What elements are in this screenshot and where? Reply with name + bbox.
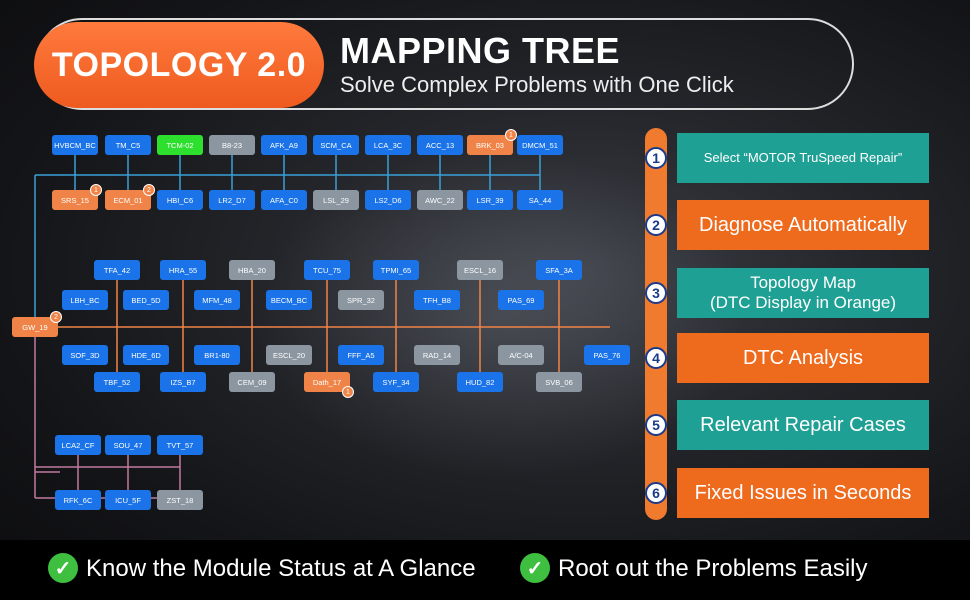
module-node[interactable]: RFK_6C — [55, 490, 101, 510]
module-node[interactable]: SOF_3D — [62, 345, 108, 365]
module-node[interactable]: LCA_3C — [365, 135, 411, 155]
module-node[interactable]: ESCL_20 — [266, 345, 312, 365]
step-number-badge: 5 — [645, 414, 667, 436]
module-node[interactable]: SA_44 — [517, 190, 563, 210]
module-node[interactable]: HRA_55 — [160, 260, 206, 280]
module-node[interactable]: PAS_76 — [584, 345, 630, 365]
page-title: MAPPING TREE — [340, 30, 621, 71]
step-number-badge: 6 — [645, 482, 667, 504]
module-node[interactable]: AFA_C0 — [261, 190, 307, 210]
module-node[interactable]: HBA_20 — [229, 260, 275, 280]
module-node[interactable]: TFH_B8 — [414, 290, 460, 310]
module-node[interactable]: TPMI_65 — [373, 260, 419, 280]
module-node[interactable]: TCM-02 — [157, 135, 203, 155]
module-node[interactable]: HVBCM_BC — [52, 135, 98, 155]
module-node[interactable]: BRK_03 — [467, 135, 513, 155]
steps-rail — [645, 128, 667, 520]
step-label: Fixed Issues in Seconds — [677, 468, 929, 518]
topology-map: HVBCM_BC TM_C5 TCM-02 B8-23 AFK_A9 SCM_CA LCA_… — [0, 120, 640, 540]
module-node[interactable]: LR2_D7 — [209, 190, 255, 210]
module-node[interactable]: ECM_01 — [105, 190, 151, 210]
module-node[interactable]: SOU_47 — [105, 435, 151, 455]
module-node[interactable]: B8-23 — [209, 135, 255, 155]
module-node[interactable]: PAS_69 — [498, 290, 544, 310]
module-node[interactable]: HUD_82 — [457, 372, 503, 392]
module-node[interactable]: GW_19 — [12, 317, 58, 337]
module-node[interactable]: TM_C5 — [105, 135, 151, 155]
module-node[interactable]: TBF_52 — [94, 372, 140, 392]
module-node[interactable]: ZST_18 — [157, 490, 203, 510]
module-node[interactable]: BECM_BC — [266, 290, 312, 310]
step-label: Relevant Repair Cases — [677, 400, 929, 450]
dtc-count-badge: 2 — [143, 184, 155, 196]
module-node[interactable]: AFK_A9 — [261, 135, 307, 155]
module-node[interactable]: TVT_57 — [157, 435, 203, 455]
module-node[interactable]: LS2_D6 — [365, 190, 411, 210]
step-number-badge: 4 — [645, 347, 667, 369]
dtc-count-badge: 1 — [342, 386, 354, 398]
module-node[interactable]: SFA_3A — [536, 260, 582, 280]
feature-status: Know the Module Status at A Glance — [86, 555, 476, 582]
module-node[interactable]: LCA2_CF — [55, 435, 101, 455]
topology-badge: TOPOLOGY 2.0 — [34, 22, 324, 108]
step-number-badge: 1 — [645, 147, 667, 169]
module-node[interactable]: Dath_17 — [304, 372, 350, 392]
module-node[interactable]: HBI_C6 — [157, 190, 203, 210]
module-node[interactable]: BR1-80 — [194, 345, 240, 365]
module-node[interactable]: SPR_32 — [338, 290, 384, 310]
module-node[interactable]: IZS_B7 — [160, 372, 206, 392]
footer-bar — [0, 540, 970, 600]
module-node[interactable]: BED_5D — [123, 290, 169, 310]
module-node[interactable]: TCU_75 — [304, 260, 350, 280]
dtc-count-badge: 2 — [50, 311, 62, 323]
module-node[interactable]: ICU_5F — [105, 490, 151, 510]
dtc-count-badge: 1 — [505, 129, 517, 141]
module-node[interactable]: A/C-04 — [498, 345, 544, 365]
module-node[interactable]: SYF_34 — [373, 372, 419, 392]
topology-connections — [34, 155, 610, 499]
module-node[interactable]: MFM_48 — [194, 290, 240, 310]
module-node[interactable]: LSL_29 — [313, 190, 359, 210]
step-label: Topology Map (DTC Display in Orange) — [677, 268, 929, 318]
module-node[interactable]: LSR_39 — [467, 190, 513, 210]
feature-root-out: Root out the Problems Easily — [558, 555, 868, 582]
step-number-badge: 2 — [645, 214, 667, 236]
check-icon: ✓ — [48, 553, 78, 583]
step-label: DTC Analysis — [677, 333, 929, 383]
page-subtitle: Solve Complex Problems with One Click — [340, 72, 734, 97]
step-label: Select “MOTOR TruSpeed Repair” — [677, 133, 929, 183]
module-node[interactable]: AWC_22 — [417, 190, 463, 210]
module-node[interactable]: TFA_42 — [94, 260, 140, 280]
module-node[interactable]: SVB_06 — [536, 372, 582, 392]
module-node[interactable]: DMCM_51 — [517, 135, 563, 155]
module-node[interactable]: SCM_CA — [313, 135, 359, 155]
module-node[interactable]: SRS_15 — [52, 190, 98, 210]
check-icon: ✓ — [520, 553, 550, 583]
dtc-count-badge: 1 — [90, 184, 102, 196]
module-node[interactable]: RAD_14 — [414, 345, 460, 365]
module-node[interactable]: ACC_13 — [417, 135, 463, 155]
module-node[interactable]: CEM_09 — [229, 372, 275, 392]
step-number-badge: 3 — [645, 282, 667, 304]
module-node[interactable]: LBH_BC — [62, 290, 108, 310]
module-node[interactable]: FFF_A5 — [338, 345, 384, 365]
step-label: Diagnose Automatically — [677, 200, 929, 250]
module-node[interactable]: HDE_6D — [123, 345, 169, 365]
module-node[interactable]: ESCL_16 — [457, 260, 503, 280]
